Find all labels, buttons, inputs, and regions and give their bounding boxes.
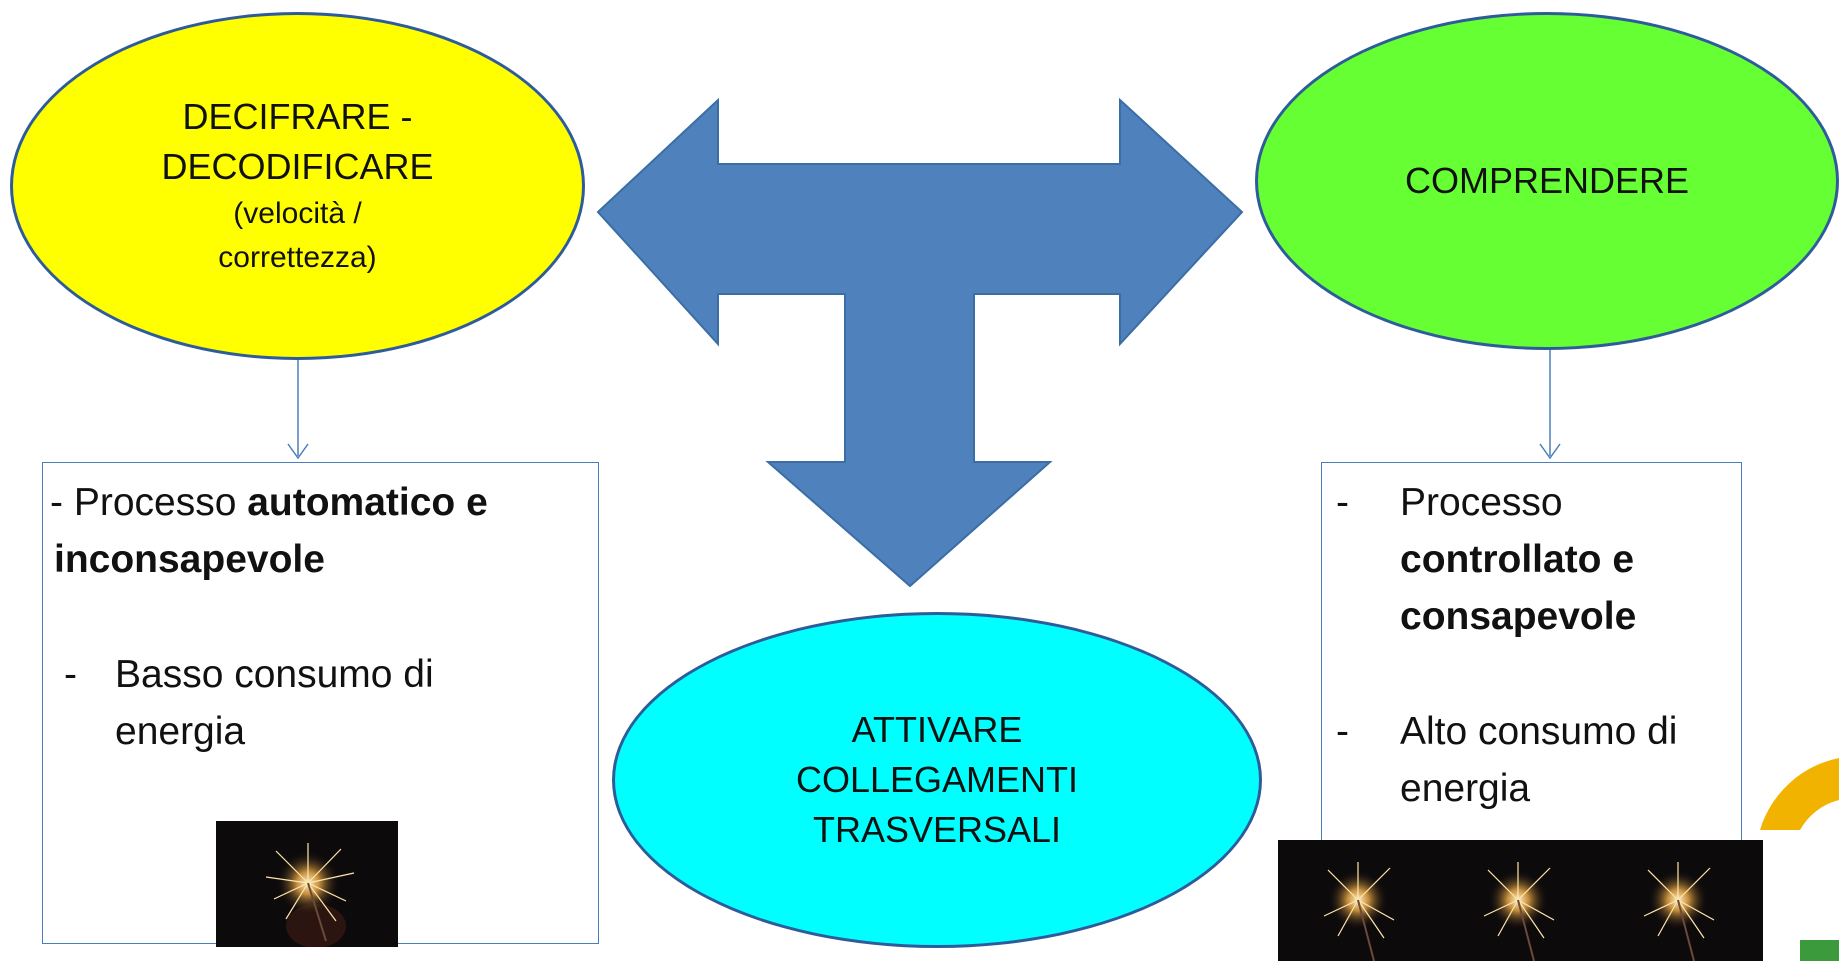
- connector-arrowhead-left: [287, 443, 309, 460]
- node-decifrare-line2: DECODIFICARE: [161, 146, 434, 187]
- left-item2-dash: -: [64, 653, 77, 696]
- node-attivare-line1: ATTIVARE: [851, 709, 1023, 750]
- right-item1-bold-b: consapevole: [1400, 595, 1637, 638]
- connector-arrowhead-right: [1539, 443, 1561, 460]
- sparkler-triple-icon: [1323, 862, 1715, 961]
- left-item1-bold-b: inconsapevole: [54, 538, 325, 581]
- three-way-arrow: [596, 97, 1244, 588]
- left-item2-line1: Basso consumo di: [115, 653, 434, 696]
- right-item2-line2: energia: [1400, 767, 1531, 810]
- right-item1-line1: Processo: [1400, 481, 1563, 524]
- node-comprendere-label: COMPRENDERE: [1404, 160, 1690, 201]
- node-decifrare-line3: (velocità /: [233, 197, 362, 230]
- right-item1-dash: -: [1336, 481, 1349, 524]
- sparkler-image-right: [1278, 840, 1763, 961]
- sparkler-icon: [265, 843, 355, 947]
- left-item1-prefix: - Processo: [50, 481, 248, 524]
- node-decifrare-line1: DECIFRARE -: [182, 96, 413, 137]
- node-attivare-line3: TRASVERSALI: [812, 809, 1062, 850]
- node-decifrare-line4: correttezza): [218, 241, 377, 274]
- right-item2-dash: -: [1336, 710, 1349, 753]
- left-item1-line1: - Processo automatico e: [50, 474, 488, 532]
- right-item2-line1: Alto consumo di: [1400, 710, 1678, 753]
- node-attivare: ATTIVARE COLLEGAMENTI TRASVERSALI: [612, 612, 1262, 948]
- node-comprendere: COMPRENDERE: [1255, 12, 1839, 350]
- node-decifrare: DECIFRARE - DECODIFICARE (velocità / cor…: [10, 12, 585, 360]
- left-item2-line2: energia: [115, 710, 246, 753]
- left-item1-bold-a: automatico e: [247, 481, 488, 524]
- description-box-right: [1321, 462, 1742, 858]
- sparkler-image-left: [216, 821, 398, 947]
- right-item1-bold-a: controllato e: [1400, 538, 1635, 581]
- node-attivare-line2: COLLEGAMENTI: [795, 759, 1079, 800]
